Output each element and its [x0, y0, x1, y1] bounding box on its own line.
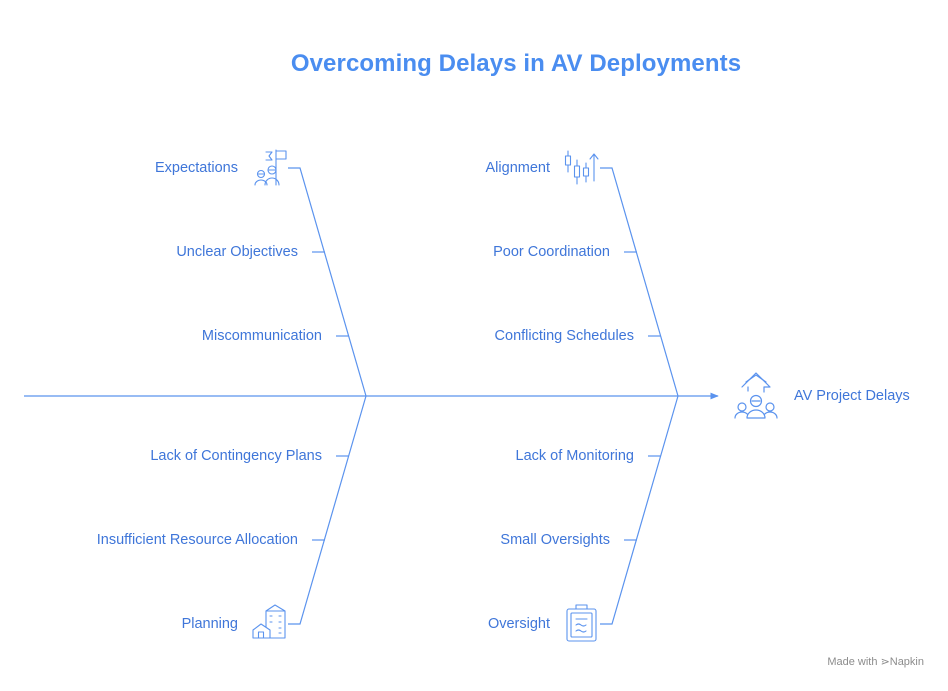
cause-poor-coordination: Poor Coordination — [493, 244, 610, 260]
bone-lower-right — [600, 395, 679, 625]
cause-conflicting-schedules: Conflicting Schedules — [494, 328, 634, 344]
footer-made-with: Made with — [827, 656, 878, 668]
effect-label: AV Project Delays — [794, 388, 910, 404]
team-growth-icon — [734, 372, 778, 419]
category-label-planning: Planning — [181, 616, 238, 632]
footer-brand: Napkin — [889, 656, 924, 668]
category-label-alignment: Alignment — [485, 160, 550, 176]
category-label-oversight: Oversight — [487, 616, 550, 632]
bone-upper-right — [600, 167, 679, 397]
cause-lack-of-monitoring: Lack of Monitoring — [515, 448, 634, 464]
team-flag-icon — [254, 149, 287, 186]
bone-lower-left — [288, 395, 367, 625]
cause-unclear-objectives: Unclear Objectives — [176, 244, 298, 260]
buildings-icon — [252, 604, 286, 639]
candlestick-chart-icon — [564, 150, 599, 185]
cause-miscommunication: Miscommunication — [201, 328, 322, 344]
cause-lack-of-contingency-plans: Lack of Contingency Plans — [150, 448, 322, 464]
napkin-watermark[interactable]: Made with ⋗Napkin — [827, 655, 924, 668]
clipboard-icon — [566, 604, 597, 642]
cause-insufficient-resource-allocation: Insufficient Resource Allocation — [96, 532, 298, 548]
page-title: Overcoming Delays in AV Deployments — [290, 50, 742, 77]
category-label-expectations: Expectations — [154, 160, 238, 176]
napkin-logo-icon: ⋗ — [880, 656, 890, 668]
cause-small-oversights: Small Oversights — [500, 532, 610, 548]
bone-upper-left — [288, 167, 367, 397]
